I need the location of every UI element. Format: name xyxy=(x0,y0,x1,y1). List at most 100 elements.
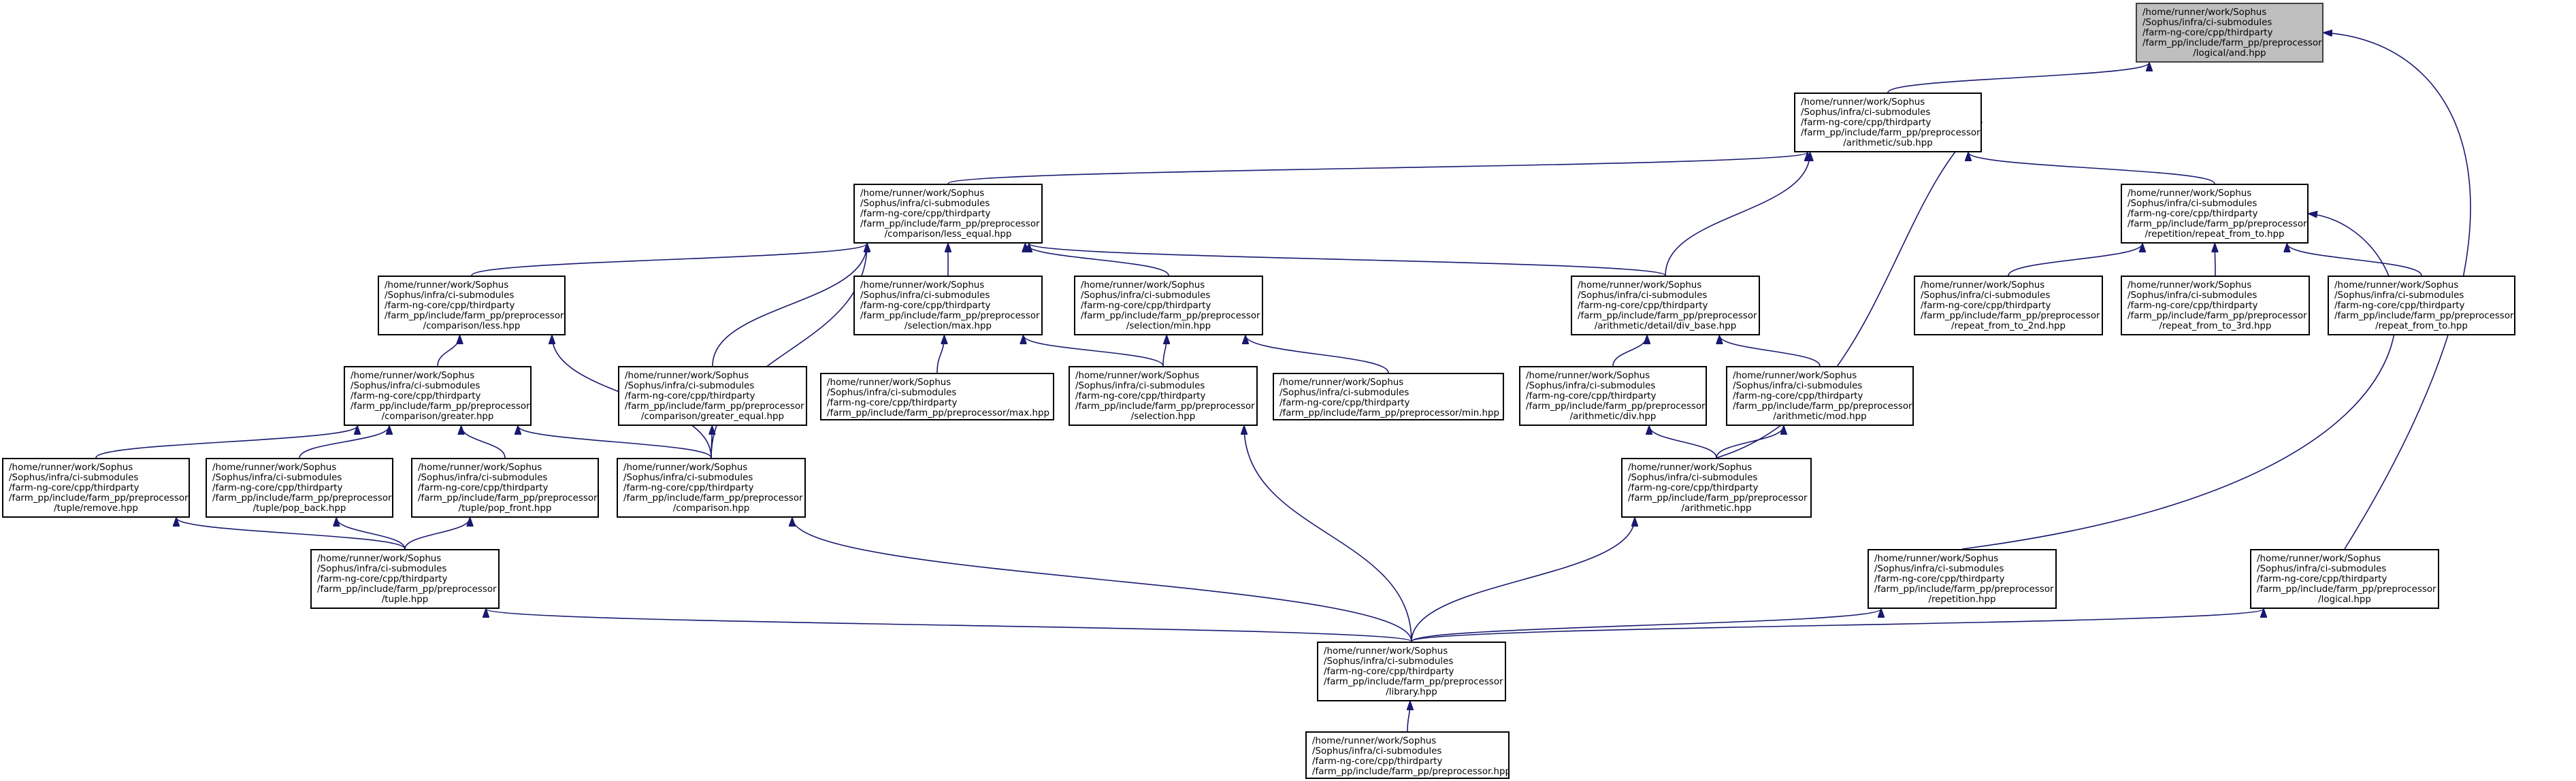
node-label-line: /home/runner/work/Sophus xyxy=(827,378,951,388)
file-node-rep-3rd[interactable]: /home/runner/work/Sophus/Sophus/infra/ci… xyxy=(2121,276,2310,335)
node-label-line: /selection/max.hpp xyxy=(904,321,992,331)
file-node-arith-mod[interactable]: /home/runner/work/Sophus/Sophus/infra/ci… xyxy=(1726,366,1914,426)
file-node-pop-front[interactable]: /home/runner/work/Sophus/Sophus/infra/ci… xyxy=(411,458,599,518)
node-label-line: /farm_pp/include/farm_pp/preprocessor xyxy=(317,584,497,595)
file-node-pop-back[interactable]: /home/runner/work/Sophus/Sophus/infra/ci… xyxy=(206,458,393,518)
node-label-line: /comparison.hpp xyxy=(672,503,750,514)
node-label-line: /farm_pp/include/farm_pp/preprocessor xyxy=(1081,311,1260,321)
node-label-line: /repeat_from_to_3rd.hpp xyxy=(2159,321,2272,331)
node-label-line: /farm-ng-core/cpp/thirdparty xyxy=(827,398,958,408)
file-node-selection[interactable]: /home/runner/work/Sophus/Sophus/infra/ci… xyxy=(1069,366,1258,426)
node-label-line: /home/runner/work/Sophus xyxy=(2127,280,2252,290)
node-label-line: /home/runner/work/Sophus xyxy=(350,371,475,381)
node-label-line: /Sophus/infra/ci-submodules xyxy=(860,199,990,209)
include-edge-arithmetic-to-arith-mod xyxy=(1716,426,1784,459)
file-node-repetition[interactable]: /home/runner/work/Sophus/Sophus/infra/ci… xyxy=(1868,549,2057,609)
file-node-tuple-remove[interactable]: /home/runner/work/Sophus/Sophus/infra/ci… xyxy=(2,458,190,518)
node-label-line: /arithmetic/detail/div_base.hpp xyxy=(1594,321,1737,331)
include-edge-preprocessor-to-library xyxy=(1407,701,1410,732)
node-label-line: /home/runner/work/Sophus xyxy=(418,463,542,473)
node-label-line: /Sophus/infra/ci-submodules xyxy=(827,388,957,398)
node-label-line: /Sophus/infra/ci-submodules xyxy=(1578,290,1708,301)
node-label-line: /home/runner/work/Sophus xyxy=(385,280,509,290)
node-label-line: /Sophus/infra/ci-submodules xyxy=(1279,388,1409,398)
file-node-greater-equal[interactable]: /home/runner/work/Sophus/Sophus/infra/ci… xyxy=(618,366,807,426)
node-label-line: /farm-ng-core/cpp/thirdparty xyxy=(1801,118,1931,128)
node-label-line: /farm-ng-core/cpp/thirdparty xyxy=(1312,757,1443,767)
node-label-line: /Sophus/infra/ci-submodules xyxy=(2334,290,2464,301)
node-label-line: /arithmetic.hpp xyxy=(1681,503,1752,514)
node-label-line: /farm-ng-core/cpp/thirdparty xyxy=(1279,398,1410,408)
node-label-line: /repetition.hpp xyxy=(1928,595,1996,605)
file-node-arithmetic[interactable]: /home/runner/work/Sophus/Sophus/infra/ci… xyxy=(1621,458,1812,518)
file-node-pp-min[interactable]: /home/runner/work/Sophus/Sophus/infra/ci… xyxy=(1273,373,1504,420)
include-edge-div-base-to-less-equal xyxy=(1029,244,1666,276)
file-node-comparison[interactable]: /home/runner/work/Sophus/Sophus/infra/ci… xyxy=(617,458,806,518)
file-node-sel-max[interactable]: /home/runner/work/Sophus/Sophus/infra/ci… xyxy=(853,276,1043,335)
include-edge-pop-front-to-greater xyxy=(461,426,506,459)
file-node-pp-max[interactable]: /home/runner/work/Sophus/Sophus/infra/ci… xyxy=(820,373,1054,420)
node-label-line: /home/runner/work/Sophus xyxy=(2334,280,2459,290)
node-label-line: /Sophus/infra/ci-submodules xyxy=(1526,381,1656,391)
node-label-line: /tuple/pop_front.hpp xyxy=(458,503,552,514)
node-label-line: /home/runner/work/Sophus xyxy=(1324,646,1448,657)
node-label-line: /home/runner/work/Sophus xyxy=(1578,280,1702,290)
node-label-line: /farm-ng-core/cpp/thirdparty xyxy=(418,483,549,493)
file-node-arith-sub[interactable]: /home/runner/work/Sophus/Sophus/infra/ci… xyxy=(1794,93,1982,152)
file-node-tuple[interactable]: /home/runner/work/Sophus/Sophus/infra/ci… xyxy=(310,549,500,609)
node-label-line: /farm-ng-core/cpp/thirdparty xyxy=(2127,301,2258,311)
include-edge-less-to-less-equal xyxy=(471,244,867,276)
file-node-repeat-from-to[interactable]: /home/runner/work/Sophus/Sophus/infra/ci… xyxy=(2121,184,2309,244)
node-label-line: /farm_pp/include/farm_pp/preprocessor xyxy=(625,401,804,412)
node-label-line: /farm-ng-core/cpp/thirdparty xyxy=(350,391,481,401)
include-edge-comparison-to-greater-equal xyxy=(711,426,712,459)
node-label-line: /farm_pp/include/farm_pp/preprocessor xyxy=(860,219,1040,229)
node-label-line: /Sophus/infra/ci-submodules xyxy=(1874,564,2004,574)
include-edge-arithmetic-to-arith-sub xyxy=(1716,122,1982,459)
include-edge-rep-2nd-to-repeat-from-to xyxy=(2008,244,2142,276)
node-label-line: /home/runner/work/Sophus xyxy=(1921,280,2045,290)
file-node-library[interactable]: /home/runner/work/Sophus/Sophus/infra/ci… xyxy=(1317,642,1506,701)
include-edge-library-to-arithmetic xyxy=(1411,518,1635,642)
node-label-line: /Sophus/infra/ci-submodules xyxy=(2142,18,2272,28)
node-label-line: /home/runner/work/Sophus xyxy=(1279,378,1404,388)
node-label-line: /Sophus/infra/ci-submodules xyxy=(1628,473,1758,483)
node-label-line: /Sophus/infra/ci-submodules xyxy=(625,381,755,391)
file-node-preprocessor[interactable]: /home/runner/work/Sophus/Sophus/infra/ci… xyxy=(1305,731,1510,779)
node-label-line: /farm_pp/include/farm_pp/preprocessor xyxy=(1324,677,1503,687)
file-node-arith-div[interactable]: /home/runner/work/Sophus/Sophus/infra/ci… xyxy=(1519,366,1707,426)
include-edge-tuple-remove-to-greater xyxy=(95,426,357,459)
node-label-line: /farm_pp/include/farm_pp/preprocessor xyxy=(623,493,803,503)
node-label-line: /farm_pp/include/farm_pp/preprocessor xyxy=(1874,584,2054,595)
node-label-line: /selection/min.hpp xyxy=(1126,321,1211,331)
node-label-line: /farm-ng-core/cpp/thirdparty xyxy=(625,391,755,401)
node-label-line: /Sophus/infra/ci-submodules xyxy=(418,473,548,483)
file-node-less-equal[interactable]: /home/runner/work/Sophus/Sophus/infra/ci… xyxy=(853,184,1043,244)
include-edge-pop-back-to-greater xyxy=(299,426,389,459)
node-label-line: /Sophus/infra/ci-submodules xyxy=(1081,290,1211,301)
node-label-line: /Sophus/infra/ci-submodules xyxy=(860,290,990,301)
file-node-logical[interactable]: /home/runner/work/Sophus/Sophus/infra/ci… xyxy=(2250,549,2439,609)
node-label-line: /home/runner/work/Sophus xyxy=(625,371,749,381)
node-label-line: /farm-ng-core/cpp/thirdparty xyxy=(1324,667,1454,677)
node-label-line: /Sophus/infra/ci-submodules xyxy=(1075,381,1205,391)
file-node-less[interactable]: /home/runner/work/Sophus/Sophus/infra/ci… xyxy=(378,276,566,335)
node-label-line: /farm-ng-core/cpp/thirdparty xyxy=(860,301,991,311)
file-node-div-base[interactable]: /home/runner/work/Sophus/Sophus/infra/ci… xyxy=(1571,276,1760,335)
node-label-line: /home/runner/work/Sophus xyxy=(860,280,985,290)
include-edge-rep-plain-to-repeat-from-to xyxy=(2287,244,2422,276)
node-label-line: /repetition/repeat_from_to.hpp xyxy=(2145,229,2285,239)
node-label-line: /repeat_from_to.hpp xyxy=(2375,321,2468,331)
node-label-line: /Sophus/infra/ci-submodules xyxy=(317,564,447,574)
file-node-rep-2nd[interactable]: /home/runner/work/Sophus/Sophus/infra/ci… xyxy=(1914,276,2103,335)
include-edge-library-to-tuple xyxy=(486,609,1412,642)
file-node-sel-min[interactable]: /home/runner/work/Sophus/Sophus/infra/ci… xyxy=(1074,276,1263,335)
node-label-line: /farm-ng-core/cpp/thirdparty xyxy=(860,209,991,219)
node-label-line: /comparison/greater_equal.hpp xyxy=(641,412,784,422)
file-node-greater[interactable]: /home/runner/work/Sophus/Sophus/infra/ci… xyxy=(344,366,532,426)
node-label-line: /farm-ng-core/cpp/thirdparty xyxy=(1733,391,1863,401)
file-node-rep-plain[interactable]: /home/runner/work/Sophus/Sophus/infra/ci… xyxy=(2328,276,2515,335)
node-label-line: /library.hpp xyxy=(1386,687,1437,697)
node-label-line: /Sophus/infra/ci-submodules xyxy=(350,381,480,391)
node-label-line: /home/runner/work/Sophus xyxy=(212,463,337,473)
